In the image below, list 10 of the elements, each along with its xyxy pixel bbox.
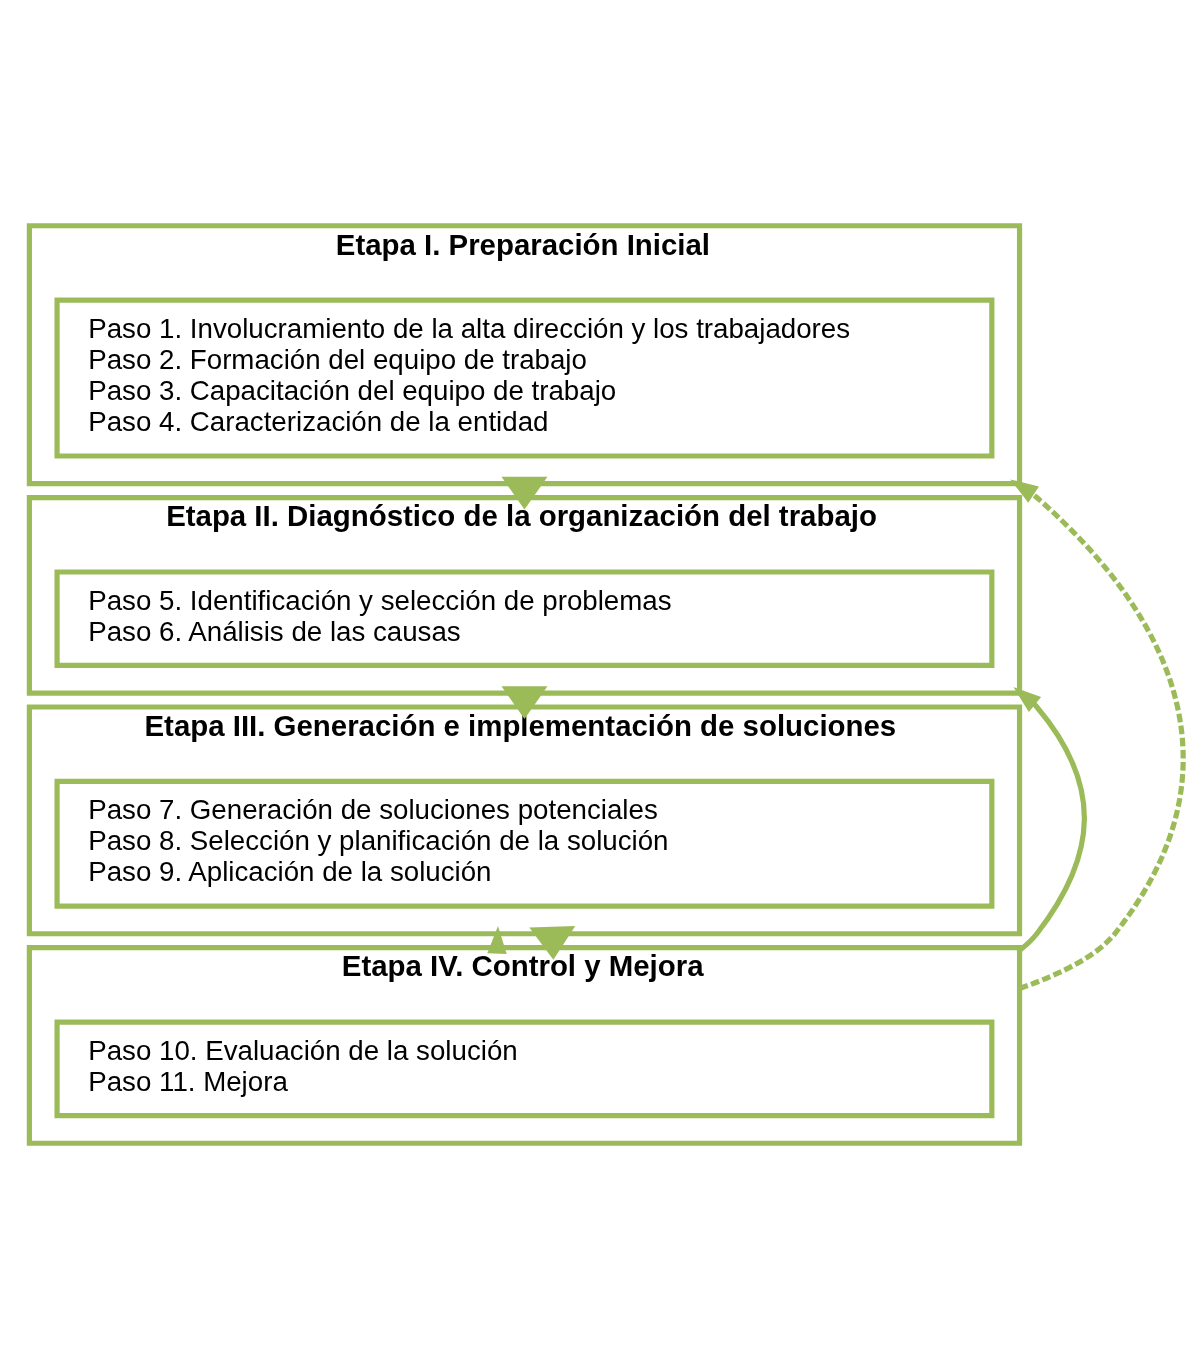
arrow [1013,687,1087,953]
node-box: Paso 7. Generación de soluciones potenciales Paso 8. Selección y planificación de la solución Paso 9. Aplicación de la solución [54,778,995,909]
arrow [501,686,548,720]
arrow [529,926,576,960]
arrow [487,925,507,954]
arrow [501,476,548,510]
node-box: Paso 10. Evaluación de la solución Paso 11. Mejora [54,1019,995,1119]
arrow [1010,479,1186,991]
node-box: Paso 5. Identificación y selección de problemas Paso 6. Análisis de las causas [54,569,995,669]
node-box: Paso 1. Involucramiento de la alta dirección y los trabajadores Paso 2. Formación del equipo de trabajo Paso 3. Capacitación del equipo de trabajo Paso 4. Caracterización de la entidad [54,297,995,459]
